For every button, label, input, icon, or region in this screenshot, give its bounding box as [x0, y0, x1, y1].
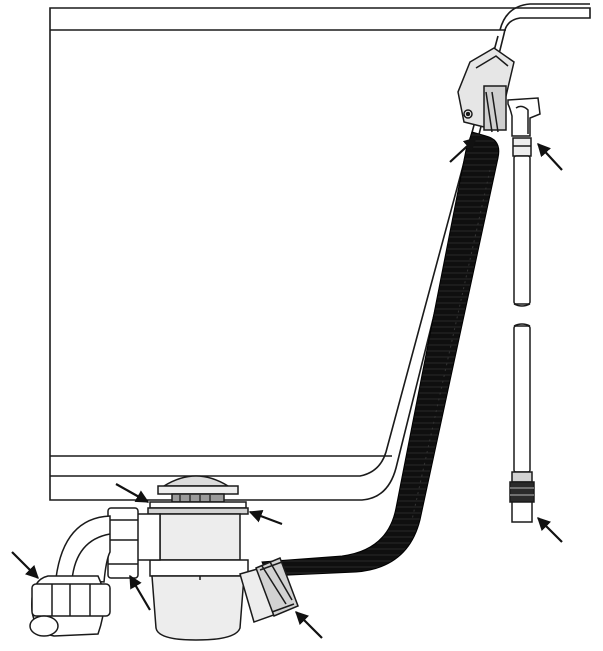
- trap-assembly: [29, 507, 161, 637]
- tub-inner-wall: [499, 3, 590, 31]
- trap-outlet-mouth: [29, 615, 59, 637]
- trap-outlet-nut: [31, 583, 111, 617]
- arrow-overflow-gasket: [449, 137, 477, 163]
- waste-assembly: [147, 475, 283, 641]
- tub-inner-slope: [50, 35, 499, 477]
- hose-body: [261, 131, 500, 577]
- supply-end-nut: [509, 481, 535, 503]
- arrow-hose-connector: [295, 611, 323, 639]
- supply-hose: [507, 97, 541, 523]
- tub-outer-shell: [49, 7, 591, 501]
- supply-end-cap: [511, 501, 533, 523]
- arrow-waste-body-seal: [248, 509, 283, 526]
- flange-washer-bottom: [147, 507, 249, 515]
- overflow-head: [457, 47, 515, 133]
- arrow-supply-elbow: [537, 143, 563, 171]
- waste-lower-body: [151, 575, 245, 641]
- overflow-hose: [261, 131, 500, 577]
- overflow-gasket-strip: [485, 91, 499, 133]
- supply-collar: [512, 137, 532, 157]
- arrow-trap-outlet-nut: [11, 551, 39, 579]
- bathtub: [49, 3, 591, 501]
- hose-connector-nut: [255, 557, 299, 617]
- flange-washer-top: [149, 501, 247, 509]
- arrow-trap-inlet-nut: [129, 574, 151, 611]
- arrow-supply-fitting: [537, 517, 563, 543]
- trap-inlet-nut: [107, 507, 139, 579]
- waste-body: [159, 513, 241, 561]
- supply-elbow: [507, 97, 541, 137]
- arrow-plug-seal-top: [115, 483, 150, 503]
- waste-outlet-collar: [149, 559, 249, 577]
- supply-hose-upper: [513, 155, 531, 305]
- supply-hose-lower: [513, 325, 531, 473]
- callout-arrows: [11, 137, 563, 639]
- plug-ring: [157, 485, 239, 495]
- supply-ferrule: [511, 471, 533, 483]
